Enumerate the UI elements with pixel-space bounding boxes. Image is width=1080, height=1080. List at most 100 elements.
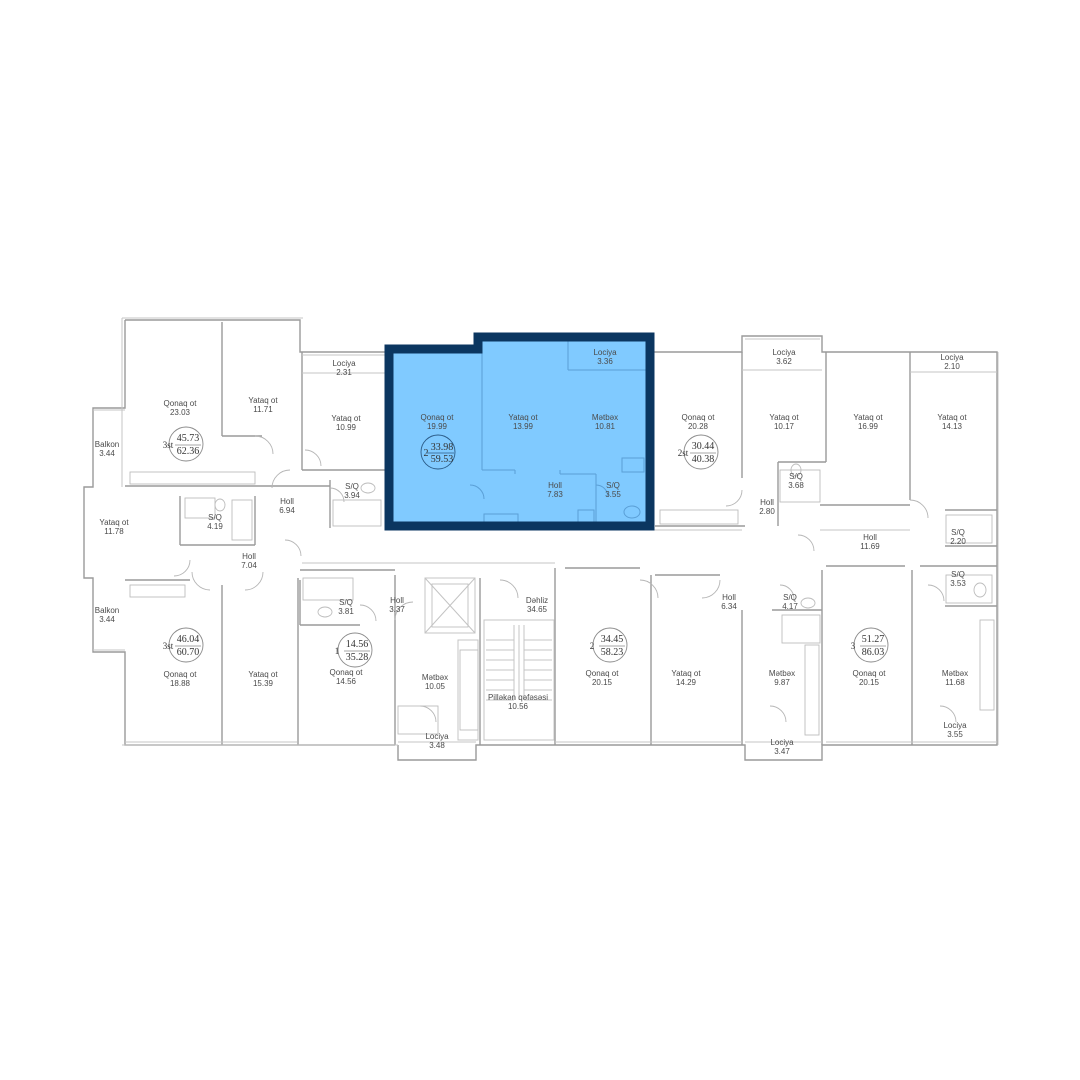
room-area: 34.65 [527, 605, 548, 614]
room-label: S/Q2.20 [950, 528, 966, 546]
room-area: 3.55 [605, 490, 621, 499]
room-name: Balkon [95, 606, 119, 615]
room-name: S/Q [606, 481, 620, 490]
unit-living-area: 45.73 [177, 433, 200, 444]
room-area: 6.94 [279, 506, 295, 515]
unit-total-area: 35.28 [346, 652, 369, 663]
room-area: 3.44 [99, 615, 115, 624]
room-area: 10.56 [508, 702, 529, 711]
room-area: 4.17 [782, 602, 798, 611]
room-area: 3.53 [950, 579, 966, 588]
room-name: Yataq ot [769, 413, 799, 422]
room-area: 2.80 [759, 507, 775, 516]
room-area: 20.15 [592, 678, 613, 687]
room-name: Holl [280, 497, 294, 506]
room-area: 3.62 [776, 357, 792, 366]
room-name: Mətbəx [769, 669, 795, 678]
room-name: Dəhliz [526, 596, 548, 605]
room-area: 11.69 [860, 542, 880, 551]
room-area: 10.81 [595, 422, 616, 431]
room-area: 19.99 [427, 422, 448, 431]
room-name: S/Q [789, 472, 803, 481]
room-name: Mətbəx [592, 413, 618, 422]
fixtures [129, 463, 995, 736]
room-name: Qonaq ot [421, 413, 455, 422]
room-name: Lociya [772, 348, 796, 357]
selected-unit-rooms: 2 [424, 448, 429, 459]
room-area: 14.56 [336, 677, 357, 686]
unit-badge-circle [337, 632, 373, 668]
unit-total-area: 60.70 [177, 647, 200, 658]
room-label: S/Q3.68 [788, 472, 804, 490]
room-area: 14.13 [942, 422, 963, 431]
unit-total-area: 62.36 [177, 446, 200, 457]
room-name: Yataq ot [937, 413, 967, 422]
unit-living-area: 51.27 [862, 634, 885, 645]
selected-unit-inner-walls [469, 340, 648, 523]
room-area: 15.39 [253, 679, 274, 688]
room-label: S/Q4.17 [782, 593, 798, 611]
unit-rooms: 3st [163, 641, 174, 651]
room-name: Lociya [940, 353, 964, 362]
room-name: Holl [863, 533, 877, 542]
room-name: Mətbəx [422, 673, 448, 682]
room-name: Qonaq ot [164, 670, 198, 679]
unit-rooms: 2st [678, 448, 689, 458]
room-name: Yataq ot [508, 413, 538, 422]
selected-unit[interactable] [384, 332, 655, 531]
room-area: 3.44 [99, 449, 115, 458]
room-name: S/Q [951, 570, 965, 579]
room-name: Holl [390, 596, 404, 605]
room-area: 3.37 [389, 605, 405, 614]
room-area: 2.31 [336, 368, 352, 377]
room-name: Qonaq ot [330, 668, 364, 677]
room-name: Holl [760, 498, 774, 507]
room-label: S/Q3.94 [344, 482, 360, 500]
room-label: S/Q3.81 [338, 598, 354, 616]
unit-living-area: 46.04 [177, 634, 200, 645]
room-name: Lociya [332, 359, 356, 368]
room-name: Yataq ot [248, 396, 278, 405]
room-name: Yataq ot [671, 669, 701, 678]
unit-badge-circle [683, 434, 719, 470]
room-name: Yataq ot [99, 518, 129, 527]
unit-living-area: 14.56 [346, 639, 369, 650]
room-area: 7.83 [547, 490, 563, 499]
room-area: 23.03 [170, 408, 191, 417]
room-area: 9.87 [774, 678, 790, 687]
room-area: 7.04 [241, 561, 257, 570]
unit-badge-circle [592, 627, 628, 663]
room-name: Lociya [770, 738, 794, 747]
room-label: S/Q3.55 [605, 481, 621, 499]
room-name: Mətbəx [942, 669, 968, 678]
room-area: 10.99 [336, 423, 357, 432]
unit-badge-circle [168, 426, 204, 462]
